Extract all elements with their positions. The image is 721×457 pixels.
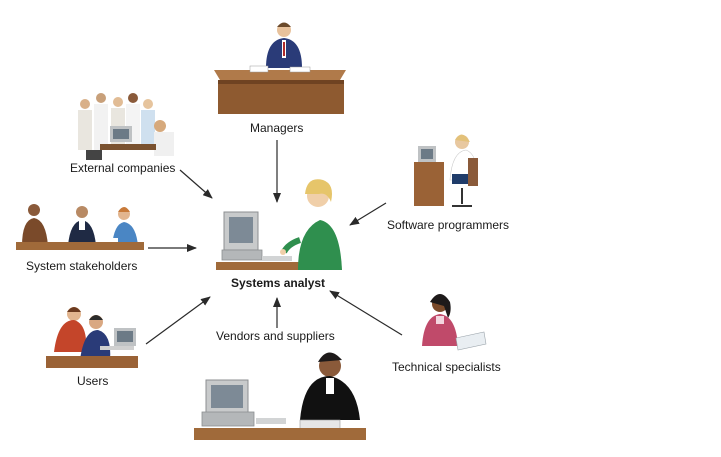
business-group-icon — [78, 93, 174, 160]
users-at-computer-icon — [46, 307, 138, 368]
technical-specialist-icon — [422, 294, 487, 351]
node-label-system-stakeholders: System stakeholders — [26, 259, 138, 273]
node-label-vendors-and-suppliers: Vendors and suppliers — [216, 329, 335, 343]
arrows — [145, 140, 403, 345]
node-label-external-companies: External companies — [70, 161, 176, 175]
center-label-systems-analyst: Systems analyst — [231, 276, 326, 290]
node-label-managers: Managers — [250, 121, 304, 135]
manager-at-desk-icon — [214, 22, 346, 114]
vendor-on-phone-icon — [194, 352, 366, 440]
node-label-technical-specialists: Technical specialists — [392, 360, 501, 374]
systems-analyst-at-computer-icon — [216, 179, 342, 270]
arrow-technical-specialists — [329, 290, 403, 336]
meeting-at-table-icon — [16, 204, 144, 250]
node-label-software-programmers: Software programmers — [387, 218, 510, 232]
arrow-external-companies — [179, 169, 213, 199]
arrow-software-programmers — [349, 202, 387, 226]
programmer-at-workstation-icon — [414, 134, 478, 207]
node-label-users: Users — [77, 374, 109, 388]
arrow-users — [145, 296, 211, 345]
